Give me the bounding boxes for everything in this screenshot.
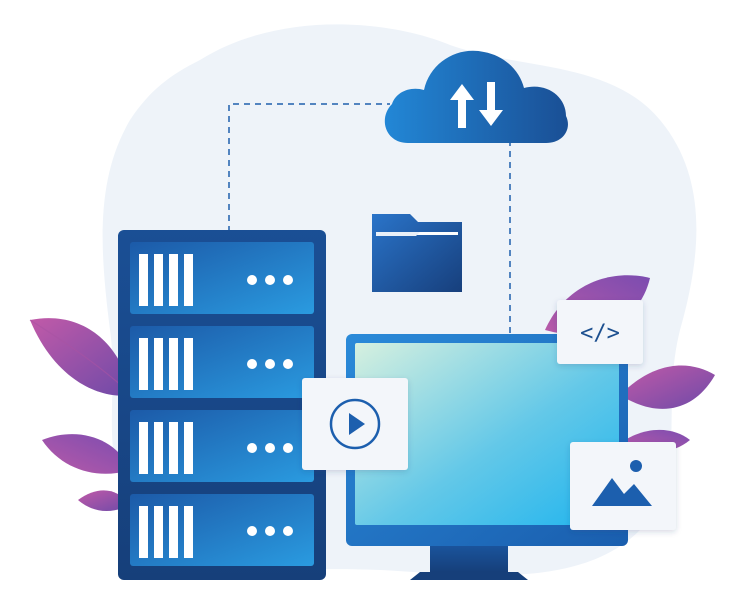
- download-arrow-icon: [479, 82, 503, 126]
- code-icon: </>: [580, 321, 620, 346]
- image-card: [570, 442, 676, 530]
- play-icon: [329, 398, 381, 450]
- upload-arrow-icon: [450, 84, 474, 128]
- server-rack-icon: [118, 230, 326, 580]
- cloud-sync-icon: [384, 50, 568, 144]
- folder-icon: [372, 214, 462, 292]
- code-card: </>: [557, 300, 643, 364]
- video-card: [302, 378, 408, 470]
- connector-line-left: [228, 103, 390, 232]
- leaf-icon: [29, 318, 133, 512]
- monitor-icon: [346, 334, 628, 580]
- image-icon: [592, 460, 652, 506]
